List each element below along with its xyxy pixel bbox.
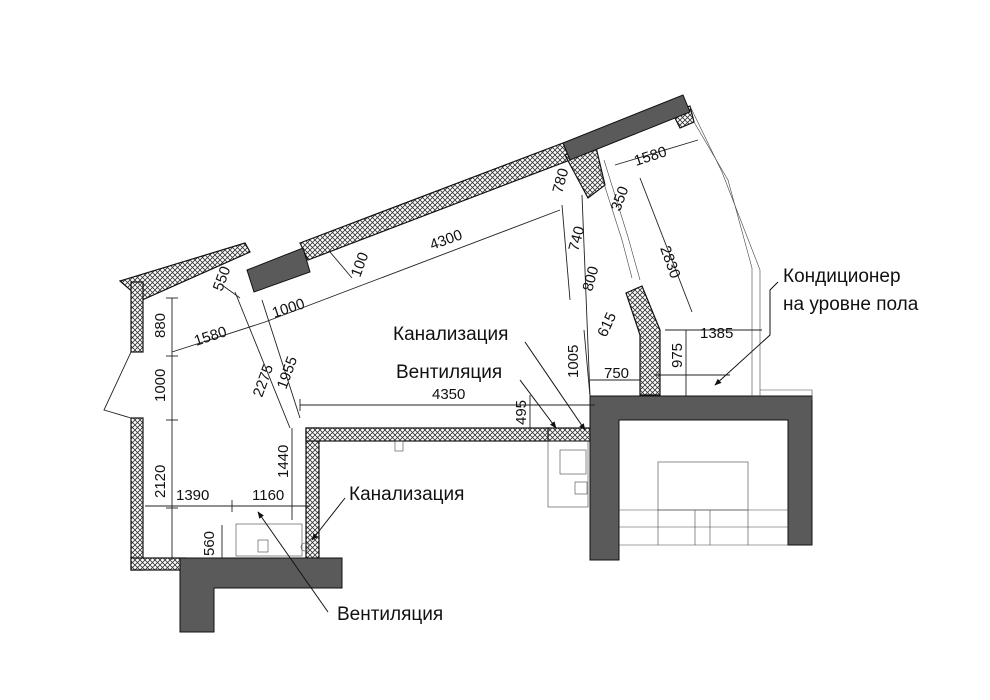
dimension-lines	[145, 139, 762, 560]
annotation-labels: Канализация Вентиляция Канализация Венти…	[337, 266, 919, 625]
vent-stub	[394, 440, 404, 452]
bottom-left-concrete-column	[179, 557, 343, 633]
dim-800: 800	[579, 264, 602, 293]
dim-495: 495	[513, 400, 530, 425]
bath-box	[235, 523, 303, 557]
vent-top-leader	[519, 379, 557, 429]
ac-leader	[714, 281, 779, 386]
dim-975: 975	[669, 343, 686, 368]
left-wall-upper	[130, 281, 144, 353]
leader-lines	[257, 281, 779, 613]
dim-100: 100	[348, 250, 373, 279]
label-vent-bottom: Вентиляция	[337, 604, 443, 625]
dim-1385: 1385	[700, 325, 733, 342]
dim-4300: 4300	[428, 226, 465, 253]
dim-615: 615	[594, 310, 620, 340]
dim-1580-top: 1580	[632, 143, 669, 169]
label-sewer-top: Канализация	[393, 324, 508, 345]
shaft-small-box	[574, 481, 588, 495]
sink-icon	[257, 539, 269, 553]
bathroom-wall-vertical	[305, 427, 320, 559]
dim-880: 880	[152, 313, 169, 338]
right-concrete-frame	[589, 395, 813, 561]
label-sewer-bottom: Канализация	[349, 484, 464, 505]
dim-1580-left: 1580	[192, 323, 229, 349]
dim-1005: 1005	[565, 345, 582, 378]
top-concrete-column	[246, 247, 311, 293]
left-wall-lower	[130, 417, 144, 571]
bathroom-fixtures	[235, 440, 589, 557]
shaft-inner-box	[559, 449, 587, 475]
corridor-wall-end	[547, 427, 591, 442]
hatched-walls	[118, 105, 695, 571]
sewer-bottom-leader	[311, 497, 346, 541]
drain-icon	[300, 542, 310, 552]
dim-1000-left: 1000	[152, 369, 169, 402]
bottom-wall	[130, 557, 187, 571]
dim-560: 560	[201, 531, 218, 556]
stair-block	[619, 461, 788, 546]
entrance-door	[103, 351, 132, 419]
dim-1390: 1390	[176, 487, 209, 504]
top-right-concrete-beam	[562, 94, 691, 161]
dimension-texts: 550 880 1000 2120 1580 1000 100 4300 227…	[152, 143, 733, 556]
dim-2275: 2275	[250, 362, 277, 399]
label-ac-line1: Кондиционер	[783, 266, 901, 287]
corridor-wall-horizontal	[305, 427, 550, 442]
dim-350: 350	[608, 184, 633, 213]
dim-1160: 1160	[252, 487, 284, 504]
concrete-elements	[179, 94, 813, 633]
dim-780: 780	[549, 166, 572, 195]
shaft-box	[547, 440, 589, 508]
dim-4350: 4350	[432, 386, 465, 403]
dim-2830: 2830	[656, 244, 683, 281]
dim-1955: 1955	[274, 354, 301, 391]
label-ac-line2: на уровне пола	[783, 294, 919, 315]
loggia-glazing	[597, 105, 813, 400]
loggia-entry-wall	[625, 285, 661, 396]
dim-2120: 2120	[152, 465, 169, 498]
sewer-top-leader	[524, 341, 586, 431]
label-vent-top: Вентиляция	[396, 362, 502, 383]
dim-750: 750	[604, 365, 629, 382]
vent-bottom-leader	[257, 511, 329, 613]
dim-1440: 1440	[275, 445, 292, 478]
dim-1000-top: 1000	[270, 295, 307, 321]
dim-740: 740	[565, 224, 588, 253]
